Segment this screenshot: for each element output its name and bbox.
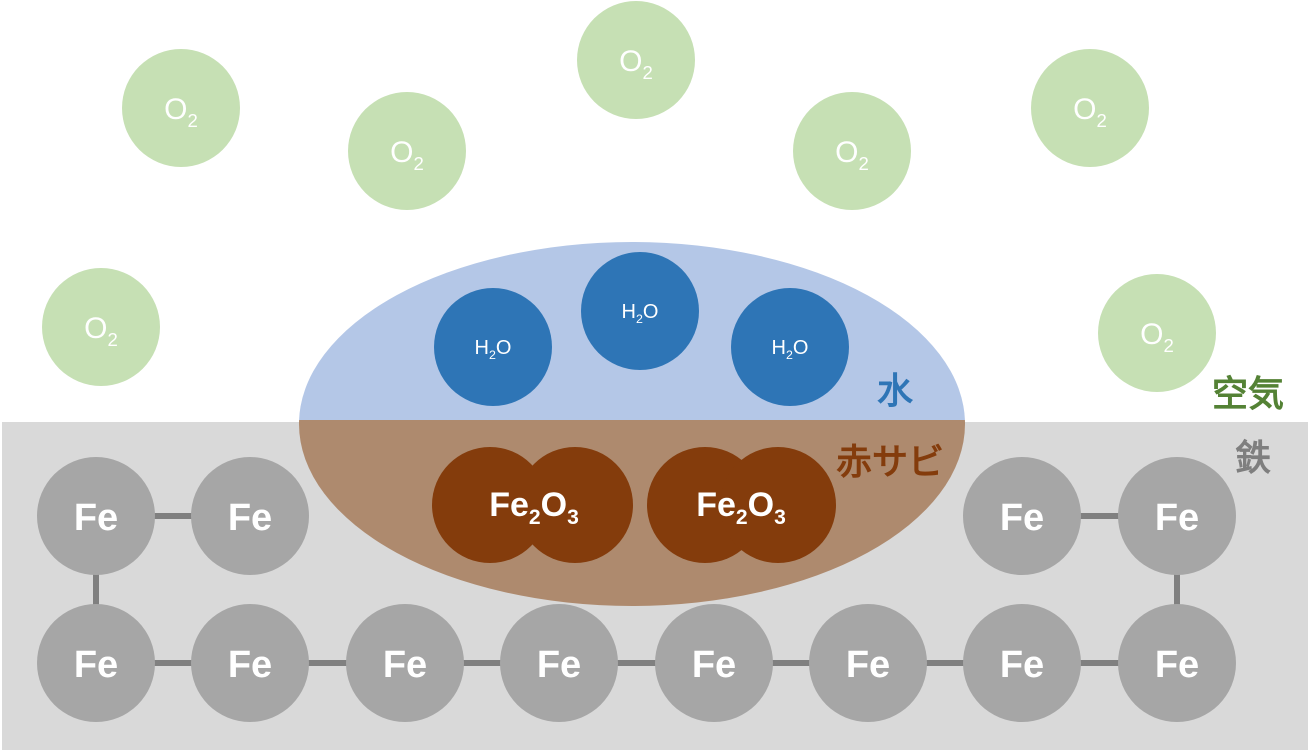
svg-text:O2: O2	[1073, 93, 1107, 131]
oxygen-molecule: O2	[42, 268, 160, 386]
rust-label: 赤サビ	[836, 441, 944, 482]
oxygen-molecule: O2	[1031, 49, 1149, 167]
iron-atom: Fe	[1118, 604, 1236, 722]
svg-text:Fe: Fe	[74, 644, 118, 686]
svg-text:O2: O2	[164, 93, 198, 131]
svg-text:H2O: H2O	[475, 337, 512, 362]
water-molecule: H2O	[581, 252, 699, 370]
rust-molecule: Fe2O3	[647, 447, 836, 563]
svg-text:Fe: Fe	[228, 497, 272, 539]
iron-atom: Fe	[1118, 457, 1236, 575]
svg-text:Fe: Fe	[1000, 644, 1044, 686]
oxygen-molecule: O2	[1098, 274, 1216, 392]
iron-atoms: Fe Fe Fe Fe Fe Fe Fe Fe Fe Fe Fe Fe	[37, 457, 1236, 722]
iron-atom: Fe	[191, 604, 309, 722]
water-molecule: H2O	[731, 288, 849, 406]
oxygen-molecule: O2	[793, 92, 911, 210]
svg-text:Fe: Fe	[74, 497, 118, 539]
iron-atom: Fe	[37, 604, 155, 722]
svg-text:H2O: H2O	[772, 337, 809, 362]
svg-text:Fe2O3: Fe2O3	[489, 486, 579, 529]
iron-atom: Fe	[655, 604, 773, 722]
iron-atom: Fe	[37, 457, 155, 575]
rust-molecules: Fe2O3 Fe2O3	[432, 447, 836, 563]
water-molecule: H2O	[434, 288, 552, 406]
svg-text:O2: O2	[835, 136, 869, 174]
iron-atom: Fe	[500, 604, 618, 722]
svg-text:Fe: Fe	[537, 644, 581, 686]
rust-molecule: Fe2O3	[432, 447, 633, 563]
iron-label: 鉄	[1235, 437, 1271, 478]
svg-text:O2: O2	[619, 45, 653, 83]
svg-text:O2: O2	[84, 312, 118, 350]
oxygen-molecules: O2 O2 O2 O2 O2 O2 O2	[42, 1, 1216, 392]
water-molecules: H2O H2O H2O	[434, 252, 849, 406]
svg-text:O2: O2	[1140, 318, 1174, 356]
oxygen-molecule: O2	[577, 1, 695, 119]
iron-atom: Fe	[809, 604, 927, 722]
svg-text:Fe: Fe	[228, 644, 272, 686]
oxygen-molecule: O2	[122, 49, 240, 167]
iron-atom: Fe	[963, 457, 1081, 575]
svg-text:Fe: Fe	[692, 644, 736, 686]
iron-atom: Fe	[963, 604, 1081, 722]
svg-text:Fe: Fe	[1155, 644, 1199, 686]
svg-text:Fe: Fe	[1000, 497, 1044, 539]
iron-atom: Fe	[191, 457, 309, 575]
oxygen-molecule: O2	[348, 92, 466, 210]
svg-text:H2O: H2O	[622, 301, 659, 326]
svg-text:Fe: Fe	[846, 644, 890, 686]
air-label: 空気	[1212, 373, 1284, 414]
iron-atom: Fe	[346, 604, 464, 722]
water-label: 水	[877, 370, 914, 411]
svg-text:Fe: Fe	[383, 644, 427, 686]
svg-text:Fe2O3: Fe2O3	[696, 486, 786, 529]
svg-text:Fe: Fe	[1155, 497, 1199, 539]
svg-text:O2: O2	[390, 136, 424, 174]
